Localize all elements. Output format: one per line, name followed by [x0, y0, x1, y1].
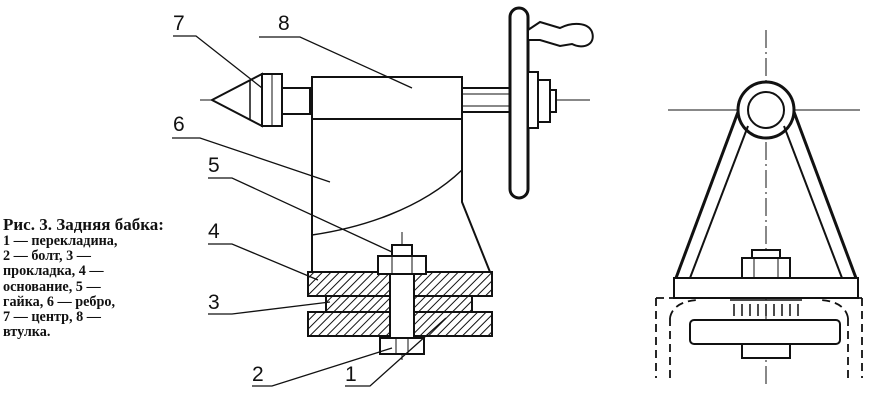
front-base [673, 277, 859, 299]
caption-line: прокладка, 4 — [3, 263, 104, 280]
callout-5: 5 [208, 154, 220, 177]
front-view [655, 30, 863, 385]
front-bolt-head [741, 343, 791, 359]
caption-line: втулка. [3, 324, 51, 341]
caption-line: гайка, 6 — ребро, [3, 293, 116, 310]
caption-line: 2 — болт, 3 — [3, 248, 91, 265]
callouts: 7 8 6 5 4 3 2 1 [173, 12, 357, 386]
callout-8: 8 [278, 12, 290, 35]
caption-title: Рис. 3. Задняя бабка: [3, 215, 164, 234]
front-crossbar [689, 319, 841, 345]
rib [311, 119, 491, 273]
front-nut [741, 257, 791, 279]
leader-lines [172, 35, 447, 387]
caption-body: 1 — перекладина, 2 — болт, 3 — прокладка… [3, 233, 186, 341]
caption-line: 7 — центр, 8 — [3, 309, 101, 326]
dashed-supports [655, 297, 863, 378]
bolt [379, 265, 425, 355]
caption-line: основание, 5 — [3, 278, 101, 295]
handwheel [508, 6, 594, 200]
callout-7: 7 [173, 12, 185, 35]
nut [377, 244, 427, 275]
callout-4: 4 [208, 220, 220, 243]
callout-2: 2 [252, 363, 264, 386]
a-frame [674, 111, 858, 279]
side-view [172, 6, 594, 387]
sleeve [311, 76, 463, 120]
caption-line: 1 — перекладина, [3, 233, 118, 249]
centre-point [209, 72, 311, 128]
callout-3: 3 [208, 291, 220, 314]
front-spacer [730, 299, 802, 316]
figure-caption: Рис. 3. Задняя бабка: 1 — перекладина, 2… [3, 216, 186, 340]
callout-1: 1 [345, 363, 357, 386]
screw-shaft [461, 87, 511, 113]
callout-6: 6 [173, 113, 185, 136]
